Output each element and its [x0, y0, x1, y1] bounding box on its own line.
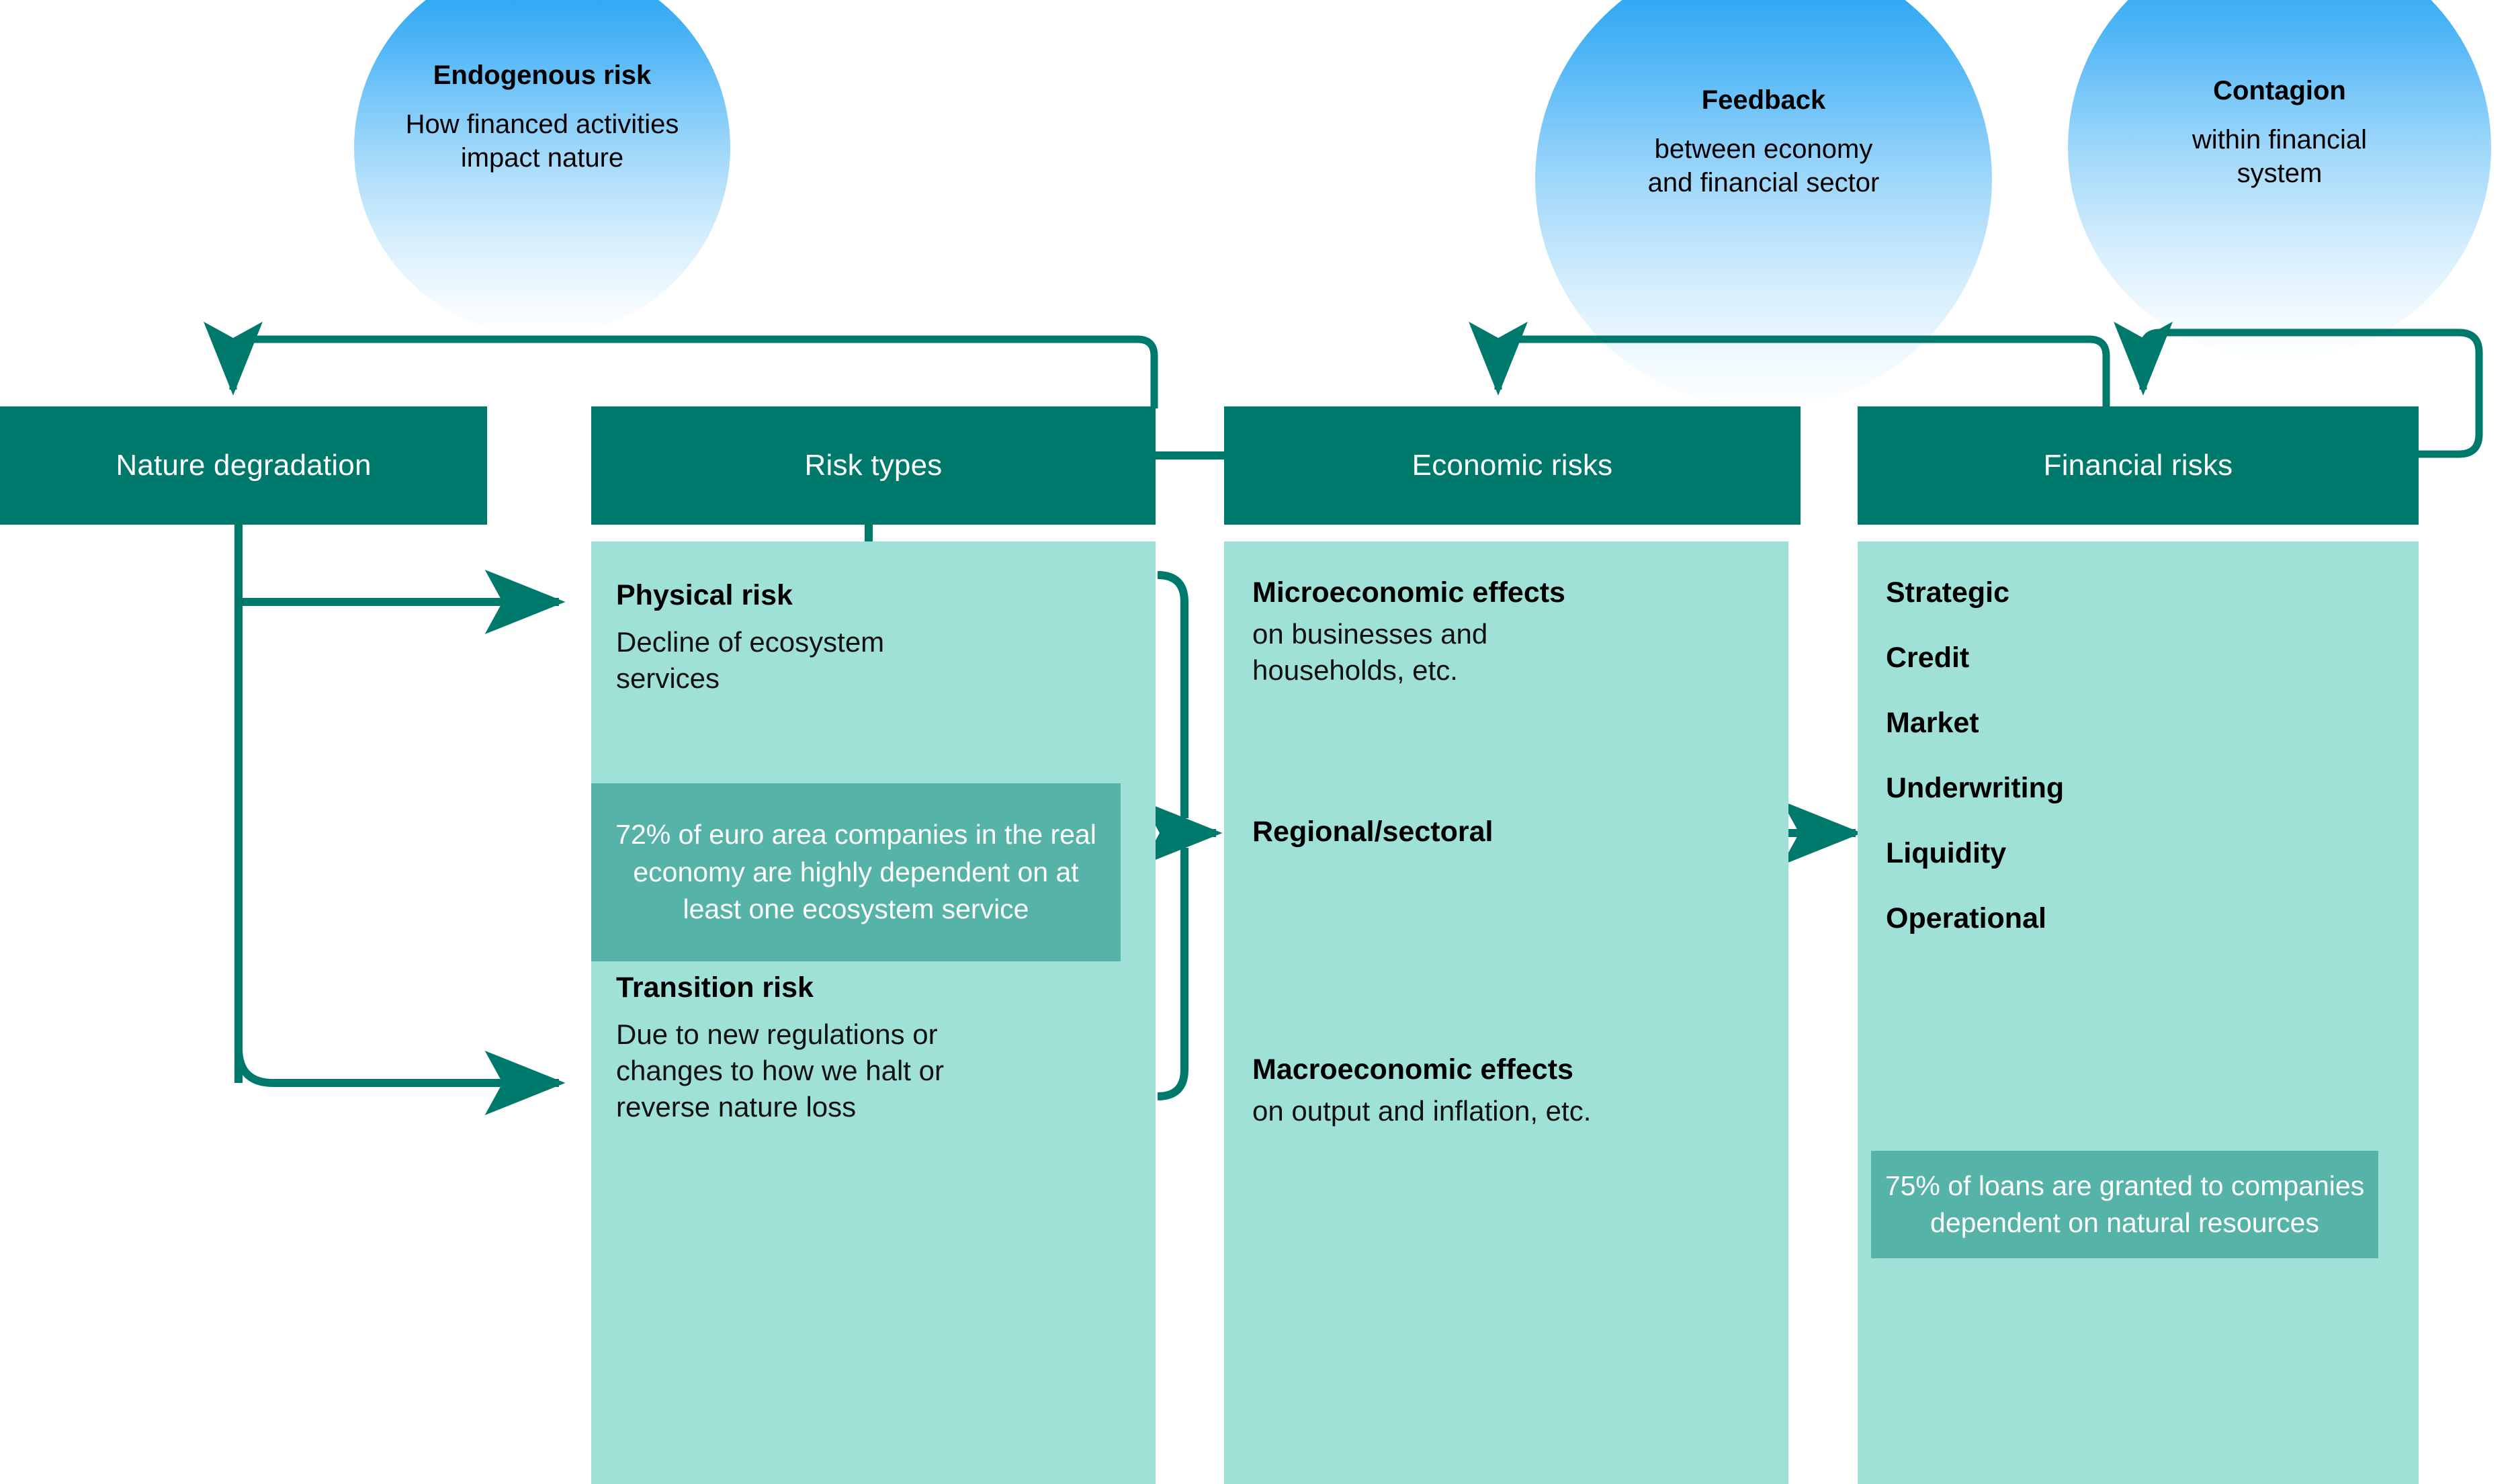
- bubble-title-endogenous-risk: Endogenous risk: [433, 60, 652, 90]
- financial-risk-item-operational: Operational: [1886, 902, 2046, 934]
- microeconomic-text-line1: on businesses and: [1252, 618, 1488, 650]
- bubble-sub-contagion-line2: system: [2237, 159, 2323, 188]
- stat-75-percent: 75% of loans are granted to companies de…: [1871, 1151, 2378, 1258]
- macroeconomic-text-line1: on output and inflation, etc.: [1252, 1095, 1592, 1127]
- connector-nature-to-transition: [234, 1047, 566, 1115]
- connector-bracket-bottom: [1157, 848, 1188, 1100]
- financial-risk-item-liquidity: Liquidity: [1886, 837, 2007, 869]
- header-nature-degradation[interactable]: Nature degradation: [0, 406, 487, 525]
- financial-risk-item-underwriting: Underwriting: [1886, 772, 2065, 804]
- stat-72-percent-text: 72% of euro area companies in the real e…: [615, 819, 1096, 925]
- physical-risk-text-line1: Decline of ecosystem: [616, 626, 885, 658]
- bubble-sub-contagion-line1: within financial: [2192, 125, 2368, 155]
- microeconomic-title: Microeconomic effects: [1252, 576, 1565, 609]
- financial-risk-item-strategic: Strategic: [1886, 576, 2010, 609]
- stat-75-percent-text: 75% of loans are granted to companies de…: [1885, 1170, 2365, 1238]
- bubble-title-feedback: Feedback: [1701, 85, 1826, 115]
- bubble-sub-feedback-line2: and financial sector: [1647, 168, 1880, 198]
- header-risk-types[interactable]: Risk types: [591, 406, 1156, 525]
- microeconomic-text-line2: households, etc.: [1252, 654, 1458, 687]
- bubble-title-contagion: Contagion: [2213, 76, 2346, 105]
- header-label-risk-types: Risk types: [804, 449, 943, 482]
- financial-risk-item-market: Market: [1886, 707, 1979, 739]
- header-label-economic-risks: Economic risks: [1412, 449, 1613, 482]
- transition-risk-text-line3: reverse nature loss: [616, 1090, 857, 1123]
- header-financial-risks[interactable]: Financial risks: [1858, 406, 2419, 525]
- stat-72-percent: 72% of euro area companies in the real e…: [591, 783, 1121, 961]
- bubble-sub-feedback-line1: between economy: [1654, 134, 1873, 164]
- connector-endogenous-loop: [204, 321, 1158, 408]
- panel-financial-risks: Strategic Credit Market Underwriting Liq…: [1858, 541, 2419, 1484]
- bubble-feedback: Feedback between economy and financial s…: [1535, 0, 1992, 408]
- bubble-contagion: Contagion within financial system: [2068, 0, 2491, 359]
- transition-risk-title: Transition risk: [616, 971, 814, 1004]
- transition-risk-text-line2: changes to how we halt or: [616, 1055, 944, 1087]
- header-label-nature-degradation: Nature degradation: [116, 449, 372, 482]
- bubble-sub-endogenous-line1: How financed activities: [405, 110, 679, 139]
- panel-economic-risks: Microeconomic effects on businesses and …: [1224, 541, 1788, 1484]
- macroeconomic-title: Macroeconomic effects: [1252, 1053, 1573, 1086]
- financial-risk-item-credit: Credit: [1886, 642, 1970, 674]
- header-economic-risks[interactable]: Economic risks: [1224, 406, 1801, 525]
- physical-risk-text-line2: services: [616, 662, 720, 695]
- physical-risk-title: Physical risk: [616, 579, 793, 611]
- financial-risk-list: Strategic Credit Market Underwriting Liq…: [1886, 576, 2064, 935]
- header-label-financial-risks: Financial risks: [2043, 449, 2233, 482]
- transition-risk-text-line1: Due to new regulations or: [616, 1018, 938, 1051]
- regional-sectoral-title: Regional/sectoral: [1252, 816, 1493, 848]
- panel-risk-types: Physical risk Decline of ecosystem servi…: [591, 541, 1156, 1484]
- bubble-sub-endogenous-line2: impact nature: [460, 143, 624, 173]
- bubble-endogenous-risk: Endogenous risk How financed activities …: [354, 0, 730, 336]
- connector-bracket-top: [1157, 571, 1188, 818]
